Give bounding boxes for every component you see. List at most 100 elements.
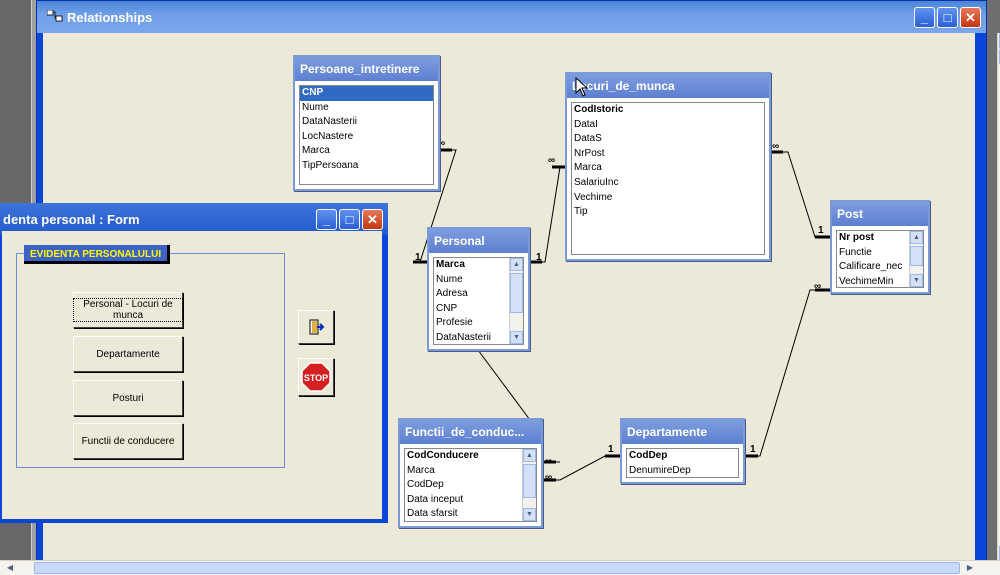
table-personal[interactable]: Personal Marca Nume Adresa CNP Profesie … xyxy=(427,227,530,351)
cardinality-many: ∞ xyxy=(545,472,553,483)
field-item[interactable]: DataNasterii xyxy=(302,116,358,128)
scroll-down-icon[interactable]: ▼ xyxy=(910,274,923,287)
rel-personal-functii[interactable] xyxy=(477,349,531,421)
scroll-up-icon[interactable]: ▲ xyxy=(510,258,523,271)
scroll-down-icon[interactable]: ▼ xyxy=(510,331,523,344)
form-close-button[interactable]: ✕ xyxy=(362,209,383,230)
table-title[interactable]: Post xyxy=(832,202,928,226)
table-scrollbar[interactable]: ▲ ▼ xyxy=(909,231,923,287)
field-item[interactable]: Nume xyxy=(302,101,329,113)
field-list[interactable]: Nr post Functie Calificare_nec VechimeMi… xyxy=(836,230,924,288)
table-scrollbar[interactable]: ▲ ▼ xyxy=(509,258,523,344)
field-item[interactable]: Vechime xyxy=(574,191,613,203)
close-icon: ✕ xyxy=(367,212,378,227)
field-item[interactable]: CodDep xyxy=(629,450,668,461)
scroll-up-icon[interactable]: ▲ xyxy=(910,231,923,244)
field-list[interactable]: Marca Nume Adresa CNP Profesie DataNaste… xyxy=(433,257,524,345)
field-list[interactable]: CodIstoric DataI DataS NrPost Marca Sala… xyxy=(571,102,765,255)
rel-personal-locuri[interactable] xyxy=(530,166,565,263)
stop-sign-icon: STOP xyxy=(301,362,331,392)
scroll-thumb[interactable] xyxy=(523,464,536,498)
maximize-button[interactable]: □ xyxy=(937,7,958,28)
form-title-bar[interactable]: denta personal : Form _ □ ✕ xyxy=(0,203,388,235)
close-button[interactable]: ✕ xyxy=(960,7,981,28)
group-label: EVIDENTA PERSONALULUI xyxy=(24,245,171,264)
functii-conducere-button[interactable]: Functii de conducere xyxy=(73,423,183,459)
field-item[interactable]: DataI xyxy=(574,118,598,130)
field-item[interactable]: Marca xyxy=(436,259,465,270)
minimize-button[interactable]: _ xyxy=(914,7,935,28)
field-item[interactable]: CodConducere xyxy=(407,450,479,461)
field-item[interactable]: Calificare_nec xyxy=(839,261,903,273)
field-list[interactable]: CodDep DenumireDep xyxy=(626,448,739,478)
field-item[interactable]: Data sfarsit xyxy=(407,508,458,520)
field-item[interactable]: Marca xyxy=(407,464,435,476)
field-item[interactable]: Nume xyxy=(436,273,463,285)
field-item[interactable]: VechimeMin xyxy=(839,275,894,287)
field-item[interactable]: Marca xyxy=(574,162,602,174)
field-item[interactable]: Adresa xyxy=(436,288,468,300)
relationships-title-bar[interactable]: Relationships _ □ ✕ xyxy=(37,1,986,33)
form-minimize-button[interactable]: _ xyxy=(316,209,337,230)
table-scrollbar[interactable]: ▲ ▼ xyxy=(522,449,536,521)
table-title[interactable]: Persoane_intretinere xyxy=(295,57,438,81)
field-item[interactable]: CNP xyxy=(300,86,433,101)
field-item[interactable]: Marca xyxy=(302,145,330,157)
table-title[interactable]: Personal xyxy=(429,229,528,253)
personal-locuri-button[interactable]: Personal - Locuri de munca xyxy=(73,292,183,328)
scroll-left-icon[interactable]: ◀ xyxy=(6,563,14,572)
field-item[interactable]: Profesie xyxy=(436,317,473,329)
departamente-button[interactable]: Departamente xyxy=(73,336,183,372)
scroll-right-icon[interactable]: ▶ xyxy=(966,563,974,572)
maximize-icon: □ xyxy=(943,10,952,25)
table-post[interactable]: Post Nr post Functie Calificare_nec Vech… xyxy=(830,200,930,294)
cardinality-many: ∞ xyxy=(545,456,553,467)
field-item[interactable]: SalariuInc xyxy=(574,176,619,188)
stop-button[interactable]: STOP xyxy=(298,358,334,396)
scroll-thumb[interactable] xyxy=(510,273,523,313)
field-item[interactable]: Nr post xyxy=(839,232,874,243)
cardinality-one: 1 xyxy=(818,225,824,236)
field-list[interactable]: CodConducere Marca CodDep Data inceput D… xyxy=(404,448,537,522)
field-item[interactable]: Tip xyxy=(574,206,588,218)
mouse-cursor-icon xyxy=(575,77,589,97)
field-item[interactable]: DenumireDep xyxy=(629,464,691,476)
cardinality-one: 1 xyxy=(415,252,421,263)
field-item[interactable]: DataS xyxy=(574,133,602,145)
relationships-icon xyxy=(47,10,63,22)
table-functii-de-conducere[interactable]: Functii_de_conduc... CodConducere Marca … xyxy=(398,418,543,528)
button-label: Posturi xyxy=(112,392,144,404)
field-item[interactable]: NrPost xyxy=(574,147,605,159)
scroll-down-icon[interactable]: ▼ xyxy=(523,508,536,521)
table-title[interactable]: Locuri_de_munca xyxy=(567,74,769,98)
scroll-up-icon[interactable]: ▲ xyxy=(523,449,536,462)
table-title[interactable]: Departamente xyxy=(622,420,743,444)
field-item[interactable]: TipPersoana xyxy=(302,159,359,171)
field-item[interactable]: Functie xyxy=(839,246,872,258)
scroll-thumb[interactable] xyxy=(34,562,960,574)
table-title[interactable]: Functii_de_conduc... xyxy=(400,420,541,444)
exit-button[interactable] xyxy=(298,310,334,344)
posturi-button[interactable]: Posturi xyxy=(73,380,183,416)
field-item[interactable]: LocNastere xyxy=(302,130,354,142)
scroll-thumb[interactable] xyxy=(910,246,923,266)
table-persoane-intretinere[interactable]: Persoane_intretinere CNP Nume DataNaster… xyxy=(293,55,440,191)
field-item[interactable]: CodIstoric xyxy=(574,104,624,115)
stop-label: STOP xyxy=(304,373,328,383)
horizontal-scrollbar[interactable]: ◀ ▶ xyxy=(0,560,1000,575)
cardinality-one: 1 xyxy=(608,444,614,455)
field-item[interactable]: CodDep xyxy=(407,479,444,491)
close-icon: ✕ xyxy=(965,10,976,25)
table-locuri-de-munca[interactable]: Locuri_de_munca CodIstoric DataI DataS N… xyxy=(565,72,771,261)
field-item[interactable]: Data inceput xyxy=(407,493,464,505)
cardinality-many: ∞ xyxy=(772,141,780,152)
field-item[interactable]: DataNasterii xyxy=(436,331,492,343)
field-item[interactable]: CNP xyxy=(436,302,458,314)
button-label: Departamente xyxy=(96,348,160,360)
rel-departamente-post[interactable] xyxy=(745,289,830,457)
rel-functii-departamente[interactable] xyxy=(543,455,620,481)
table-departamente[interactable]: Departamente CodDep DenumireDep xyxy=(620,418,745,484)
field-list[interactable]: CNP Nume DataNasterii LocNastere Marca T… xyxy=(299,85,434,185)
form-maximize-button[interactable]: □ xyxy=(339,209,360,230)
